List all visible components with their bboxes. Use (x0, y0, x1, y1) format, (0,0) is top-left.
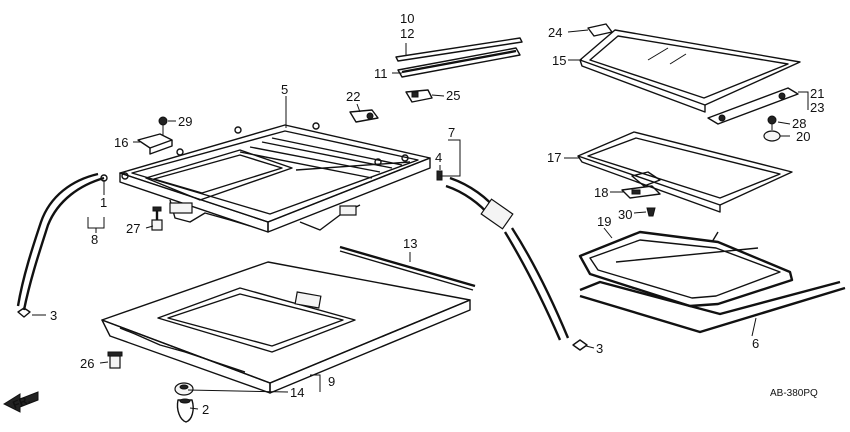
callout-14: 14 (290, 385, 304, 400)
hose-clip-left (17, 307, 31, 318)
slide-rail-21-23 (707, 87, 799, 125)
bolt-part-27 (151, 206, 163, 231)
callout-10: 10 (400, 11, 414, 26)
seal-strip-guide (397, 47, 521, 78)
bracket-part-22 (349, 109, 379, 123)
callout-3-right: 3 (596, 341, 603, 356)
handle-bracket-18 (621, 185, 661, 199)
callout-21: 21 (810, 86, 824, 101)
drain-hose-right (445, 176, 570, 341)
callout-23: 23 (810, 100, 824, 115)
sunroof-frame-part (119, 122, 431, 233)
callout-18: 18 (594, 185, 608, 200)
callout-9: 9 (328, 374, 335, 389)
headliner-panel (101, 261, 471, 394)
washer-part-20 (763, 130, 781, 142)
bracket-part-25 (405, 89, 433, 103)
callout-13: 13 (403, 236, 417, 251)
screw-part-29 (158, 116, 168, 136)
callout-17: 17 (547, 150, 561, 165)
bolt-part-28 (767, 115, 777, 130)
callout-3-left: 3 (50, 308, 57, 323)
callout-30: 30 (618, 207, 632, 222)
callout-5: 5 (281, 82, 288, 97)
clip-part-14 (174, 382, 194, 396)
callout-25: 25 (446, 88, 460, 103)
callout-29: 29 (178, 114, 192, 129)
callout-15: 15 (552, 53, 566, 68)
callout-24: 24 (548, 25, 562, 40)
hose-clip-right (572, 339, 588, 351)
seal-frame-6 (579, 280, 846, 334)
front-direction-arrow (2, 391, 39, 413)
callout-1: 1 (100, 195, 107, 210)
callout-labels: 1 2 3 3 4 5 6 7 8 9 10 11 12 13 14 15 16… (50, 11, 824, 417)
leader-lines (32, 29, 809, 410)
callout-20: 20 (796, 129, 810, 144)
callout-28: 28 (792, 116, 806, 131)
callout-4: 4 (435, 150, 442, 165)
fastener-part-2 (176, 398, 194, 423)
callout-6: 6 (752, 336, 759, 351)
callout-26: 26 (80, 356, 94, 371)
diagram-code: AB-380PQ (770, 388, 818, 399)
fastener-part-30 (646, 207, 656, 217)
callout-2: 2 (202, 402, 209, 417)
seal-frame-19 (578, 230, 794, 308)
mount-bracket-16 (137, 133, 173, 155)
seal-strip-top (395, 37, 523, 62)
sunshade-panel-17 (577, 131, 793, 213)
screw-part-26 (107, 351, 123, 369)
callout-16: 16 (114, 135, 128, 150)
callout-8: 8 (91, 232, 98, 247)
callout-27: 27 (126, 221, 140, 236)
callout-11: 11 (374, 66, 388, 81)
callout-12: 12 (400, 26, 414, 41)
bracket-part-24 (587, 23, 613, 37)
drain-hose-left (16, 172, 108, 311)
glass-panel-15 (579, 29, 801, 113)
callout-19: 19 (597, 214, 611, 229)
callout-22: 22 (346, 89, 360, 104)
weatherstrip-13 (339, 245, 476, 291)
callout-7: 7 (448, 125, 455, 140)
